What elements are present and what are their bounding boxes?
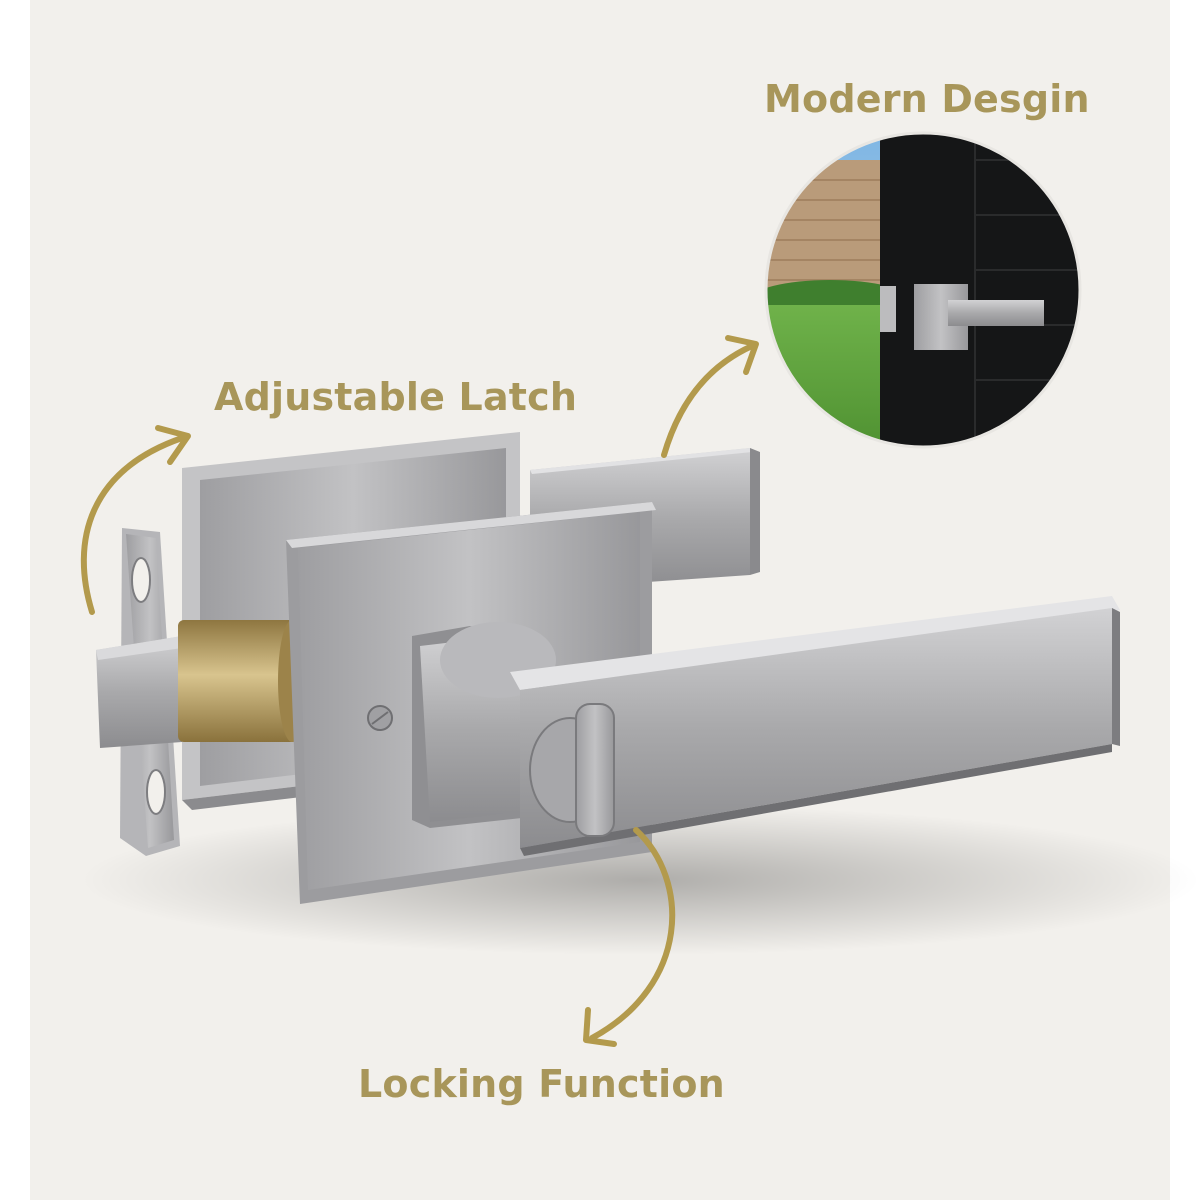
curved-arrow-icon xyxy=(661,335,759,458)
front-lever xyxy=(510,596,1120,856)
locking-function-label: Locking Function xyxy=(358,1062,725,1106)
modern-design-inset xyxy=(764,131,1082,449)
brass-cylinder xyxy=(178,620,306,742)
modern-design-label: Modern Desgin xyxy=(764,77,1090,121)
adjustable-latch-label: Adjustable Latch xyxy=(214,375,578,419)
curved-arrow-icon xyxy=(583,827,676,1047)
latch-bolt xyxy=(96,636,182,748)
curved-arrow-icon xyxy=(80,425,191,615)
thumb-turn xyxy=(529,703,615,837)
